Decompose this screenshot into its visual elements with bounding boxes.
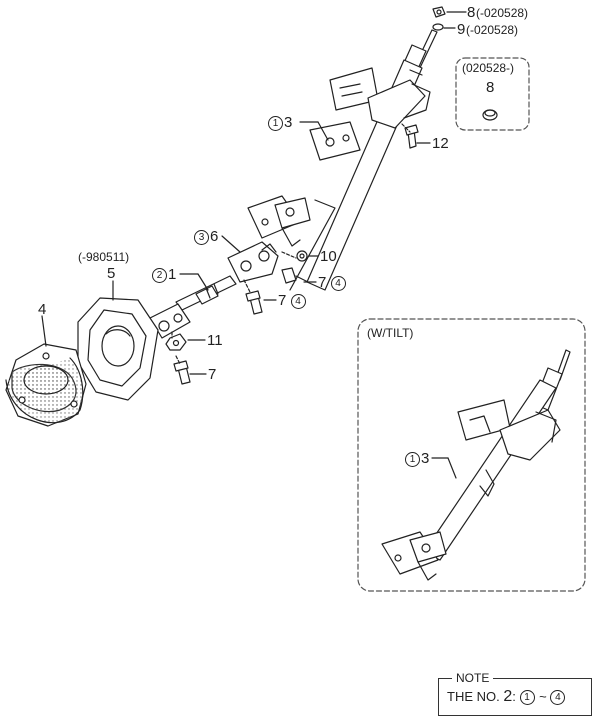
part-10-nut <box>296 250 308 262</box>
circled-4-b: 4 <box>290 293 306 309</box>
upper-column <box>247 29 438 291</box>
part-12-bolt <box>404 124 419 149</box>
label-part-7-4-a: 7 4 <box>318 275 347 291</box>
circled-4-note: 4 <box>550 690 566 706</box>
circled-1: 1 <box>268 115 283 131</box>
label-part-8-top: 8 <box>467 4 476 21</box>
tilt-inset-title: (W/TILT) <box>367 326 414 340</box>
part-9-washer <box>432 23 444 31</box>
note-text: THE NO. 2: 1 ~ 4 <box>447 689 566 706</box>
intermediate-shaft <box>175 275 237 311</box>
label-part-4: 4 <box>38 301 47 318</box>
note-title: NOTE <box>452 672 494 684</box>
part-4-dust-cover <box>5 343 87 427</box>
label-part-12: 12 <box>432 135 449 152</box>
inset-part-8-label: 8 <box>486 79 495 96</box>
part-11-nut <box>165 333 187 351</box>
circled-3: 3 <box>194 229 209 245</box>
label-part-9-note: (-020528) <box>466 23 519 37</box>
tilt-column <box>381 349 571 581</box>
note-box <box>438 678 592 716</box>
part-8-nut <box>432 6 446 18</box>
part-5-plate <box>77 297 159 401</box>
part-7-bolt-a <box>281 267 309 284</box>
circled-2: 2 <box>152 267 167 283</box>
circled-1-tilt: 1 <box>405 451 420 467</box>
label-part-5: 5 <box>107 265 116 282</box>
upper-universal-joint <box>227 241 279 283</box>
inset-note-label: (020528-) <box>462 61 515 75</box>
circled-4-a: 4 <box>330 275 346 291</box>
label-part-7-c: 7 <box>208 366 217 383</box>
label-part-11: 11 <box>207 332 223 349</box>
part-7-bolt-c <box>173 360 191 385</box>
label-part-9: 9 <box>457 21 466 38</box>
label-part-7-4-b: 7 4 <box>278 293 307 309</box>
circled-1-note: 1 <box>519 690 535 706</box>
label-part-10: 10 <box>320 248 337 265</box>
inset-part-8 <box>482 109 498 121</box>
label-980511: (-980511) <box>78 250 130 264</box>
part-7-bolt-b <box>245 290 263 315</box>
label-part-8-top-note: (-020528) <box>476 6 529 20</box>
